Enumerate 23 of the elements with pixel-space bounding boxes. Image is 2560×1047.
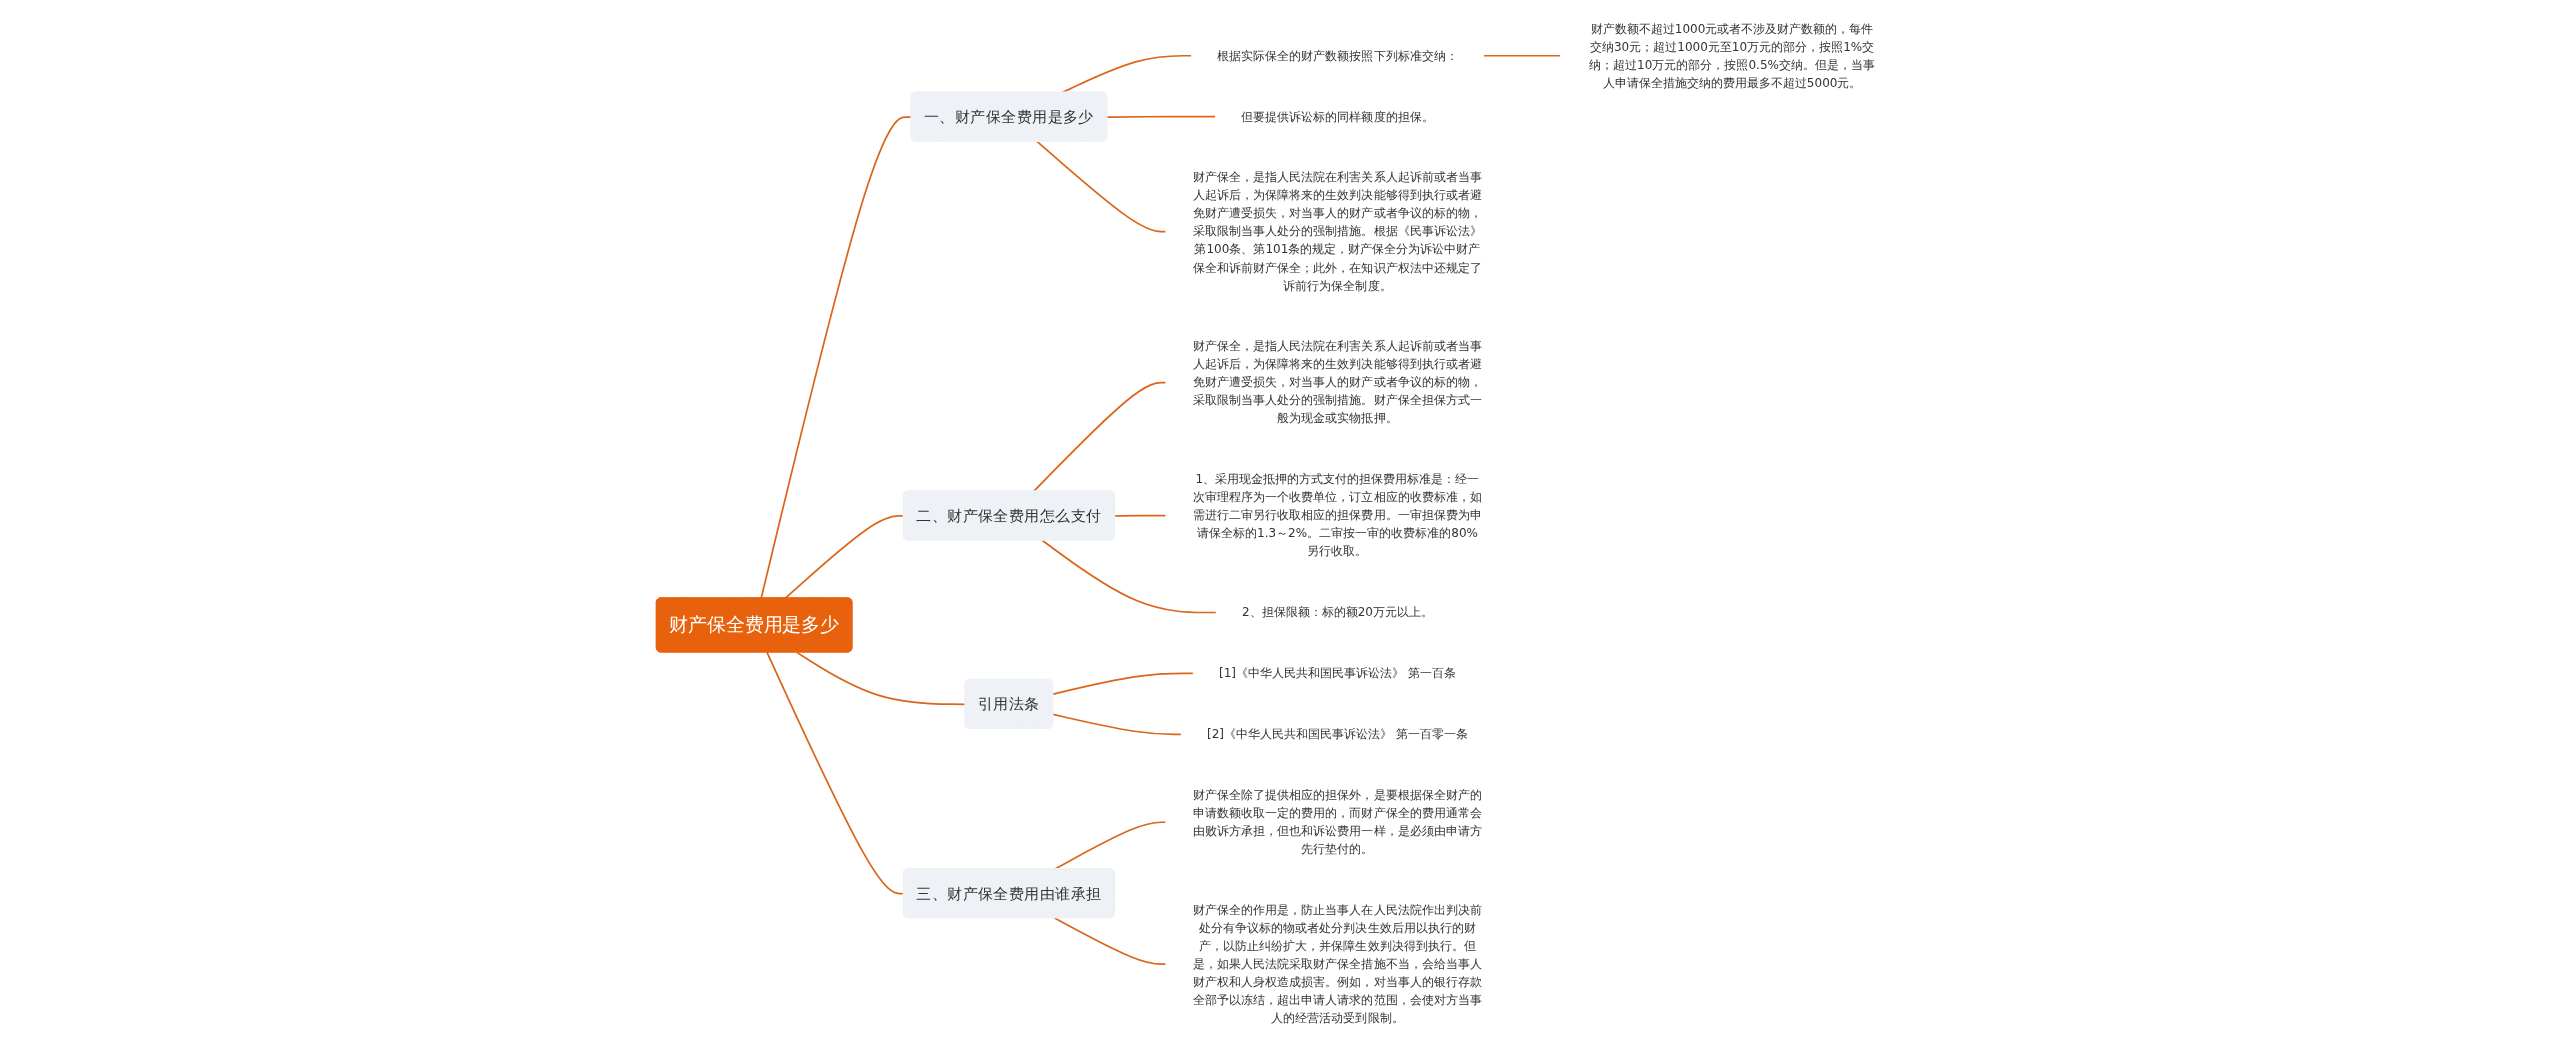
node-text: 但要提供诉讼标的同样额度的担保。 xyxy=(1241,109,1434,124)
connector xyxy=(1052,672,1195,695)
connector xyxy=(1061,54,1193,94)
node-text: 财产保全除了提供相应的担保外，是要根据保全财产的申请数额收取一定的费用的，而财产保全的费用通常会由败诉方承担，但也和诉讼费用一样，是必须由申请方先行垫付的。 xyxy=(1193,787,1482,856)
connector xyxy=(1036,140,1167,233)
node-text: 根据实际保全的财产数额按照下列标准交纳： xyxy=(1217,48,1458,63)
node-text: [1]《中华人民共和国民事诉讼法》 第一百条 xyxy=(1218,666,1456,680)
connector xyxy=(766,651,905,895)
connector xyxy=(1106,115,1217,118)
node-text: 财产保全，是指人民法院在利害关系人起诉前或者当事人起诉后，为保障将来的生效判决能够得到执行或者避免财产遭受损失，对当事人的财产或者争议的标的物，采取限制当事人处分的强制措施。财产保全担保方式一般为现金或实物抵押。 xyxy=(1193,339,1482,426)
connector xyxy=(1052,713,1183,736)
node-text: 财产保全，是指人民法院在利害关系人起诉前或者当事人起诉后，为保障将来的生效判决能够得到执行或者避免财产遭受损失，对当事人的财产或者争议的标的物，采取限制当事人处分的强制措施。根据《民事诉讼法》第100条、第101条的规定，财产保全分为诉讼中财产保全和诉前财产保全；此外，在知识产权法中还规定了诉前行为保全制度。 xyxy=(1193,170,1482,293)
connector xyxy=(1482,54,1562,57)
node-text: [2]《中华人民共和国民事诉讼法》 第一百零一条 xyxy=(1206,727,1468,741)
node-text: 财产保全的作用是，防止当事人在人民法院作出判决前处分有争议标的物或者处分判决生效后用以执行的财产，以防止纠纷扩大，并保障生效判决得到执行。但是，如果人民法院采取财产保全措施不当，会给当事人财产权和人身权造成损害。例如，对当事人的银行存款全部予以冻结，超出申请人请求的范围，会使对方当事人的经营活动受到限制。 xyxy=(1193,902,1482,1025)
node-text: 1、采用现金抵押的方式支付的担保费用标准是：经一次审理程序为一个收费单位，订立相应的收费标准，如需进行二审另行收取相应的担保费用。一审担保费为申请保全标的1.3～2%。二审按一审的收费标准的80%另行收取。 xyxy=(1193,472,1482,559)
connector xyxy=(796,651,967,706)
connector xyxy=(1032,381,1167,493)
node-text: 财产数额不超过1000元或者不涉及财产数额的，每件交纳30元；超过1000元至10万元的部分，按照1%交纳；超过10万元的部分，按照0.5%交纳。但是，当事人申请保全措施交纳的费用最多不超过5000元。 xyxy=(1589,21,1876,90)
node-text: 2、担保限额：标的额20万元以上。 xyxy=(1241,605,1434,619)
connector xyxy=(1041,539,1218,614)
connector xyxy=(1053,917,1167,966)
connector xyxy=(1114,514,1167,517)
